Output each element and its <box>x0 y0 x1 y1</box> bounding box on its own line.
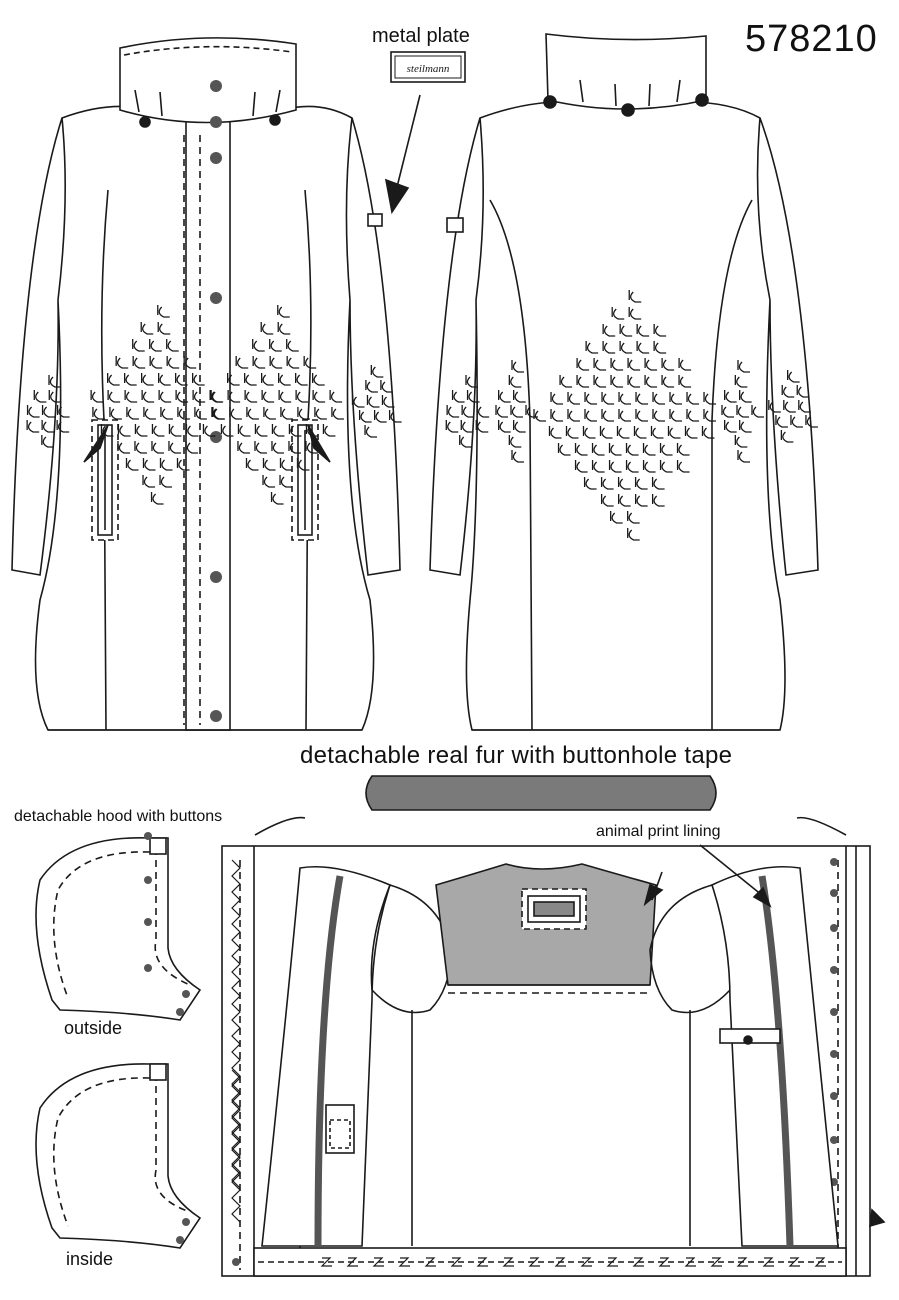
inside-view <box>221 816 886 1277</box>
front-collar <box>119 37 297 124</box>
front-print-pattern <box>26 305 402 505</box>
back-print-pattern <box>445 290 818 541</box>
back-collar <box>545 33 707 110</box>
article-number: 578210 <box>745 18 878 60</box>
hood-inside-drawing <box>35 1063 202 1249</box>
detachable-hood-label: detachable hood with buttons <box>14 808 223 825</box>
metal-plate-arrow <box>384 178 410 215</box>
hood-inside-label: inside <box>66 1249 114 1269</box>
animal-print-lining-label: animal print lining <box>596 823 721 840</box>
detachable-fur-label: detachable real fur with buttonhole tape <box>300 742 733 769</box>
front-view <box>11 37 401 731</box>
metal-plate-label: metal plate <box>372 25 470 47</box>
hood-outside-drawing <box>35 832 202 1021</box>
back-view <box>429 33 819 731</box>
metal-plate-box <box>390 51 466 83</box>
back-body-outline <box>429 101 819 731</box>
metal-plate-text: steilmann <box>407 63 450 75</box>
hem-print-pattern <box>320 1257 826 1267</box>
fur-tape-shape <box>365 775 717 811</box>
hood-outside-label: outside <box>64 1018 123 1038</box>
